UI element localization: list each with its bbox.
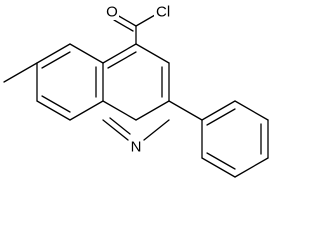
bond-benzo-1: [36, 43, 71, 64]
bond-phenyl-5-inner: [206, 152, 236, 170]
bond-phenyl-4: [234, 157, 269, 178]
bond-benzo-4: [69, 100, 104, 121]
bond-benzo-5-inner: [41, 95, 71, 113]
atom-label-nitrogen: N: [131, 139, 142, 156]
bond-pyridine-2: [135, 43, 170, 64]
bond-n-c8a: [102, 119, 129, 141]
bond-phenyl-1-inner: [206, 108, 236, 126]
bond-carbonyl-1: [116, 14, 137, 27]
bond-phenyl-1: [201, 100, 236, 121]
bond-benzo-1-inner: [41, 51, 71, 69]
molecule-structure: O Cl N: [3, 3, 269, 178]
bond-pyridine-1: [102, 43, 137, 64]
bond-methyl: [3, 62, 38, 83]
atom-label-chlorine: Cl: [156, 4, 170, 21]
atom-labels: O Cl N: [105, 3, 178, 156]
bond-pyridine-1-inner: [107, 51, 137, 69]
atom-label-oxygen: O: [106, 4, 118, 21]
bond-lines: [3, 14, 269, 178]
bond-phenyl-link: [168, 100, 203, 121]
bond-acyl-cl: [135, 14, 156, 27]
bond-benzo-5: [36, 100, 71, 121]
bond-benzo-2: [69, 43, 104, 64]
bond-phenyl-2: [234, 100, 269, 121]
bond-phenyl-5: [201, 157, 236, 178]
bond-n-c2: [143, 119, 170, 141]
bond-carbonyl-2: [113, 19, 134, 32]
bond-pyridine-5: [102, 100, 137, 121]
bond-n-c8a-inner: [109, 117, 131, 135]
bond-pyridine-4: [135, 100, 170, 121]
nitrogen-bonds: [102, 117, 170, 141]
